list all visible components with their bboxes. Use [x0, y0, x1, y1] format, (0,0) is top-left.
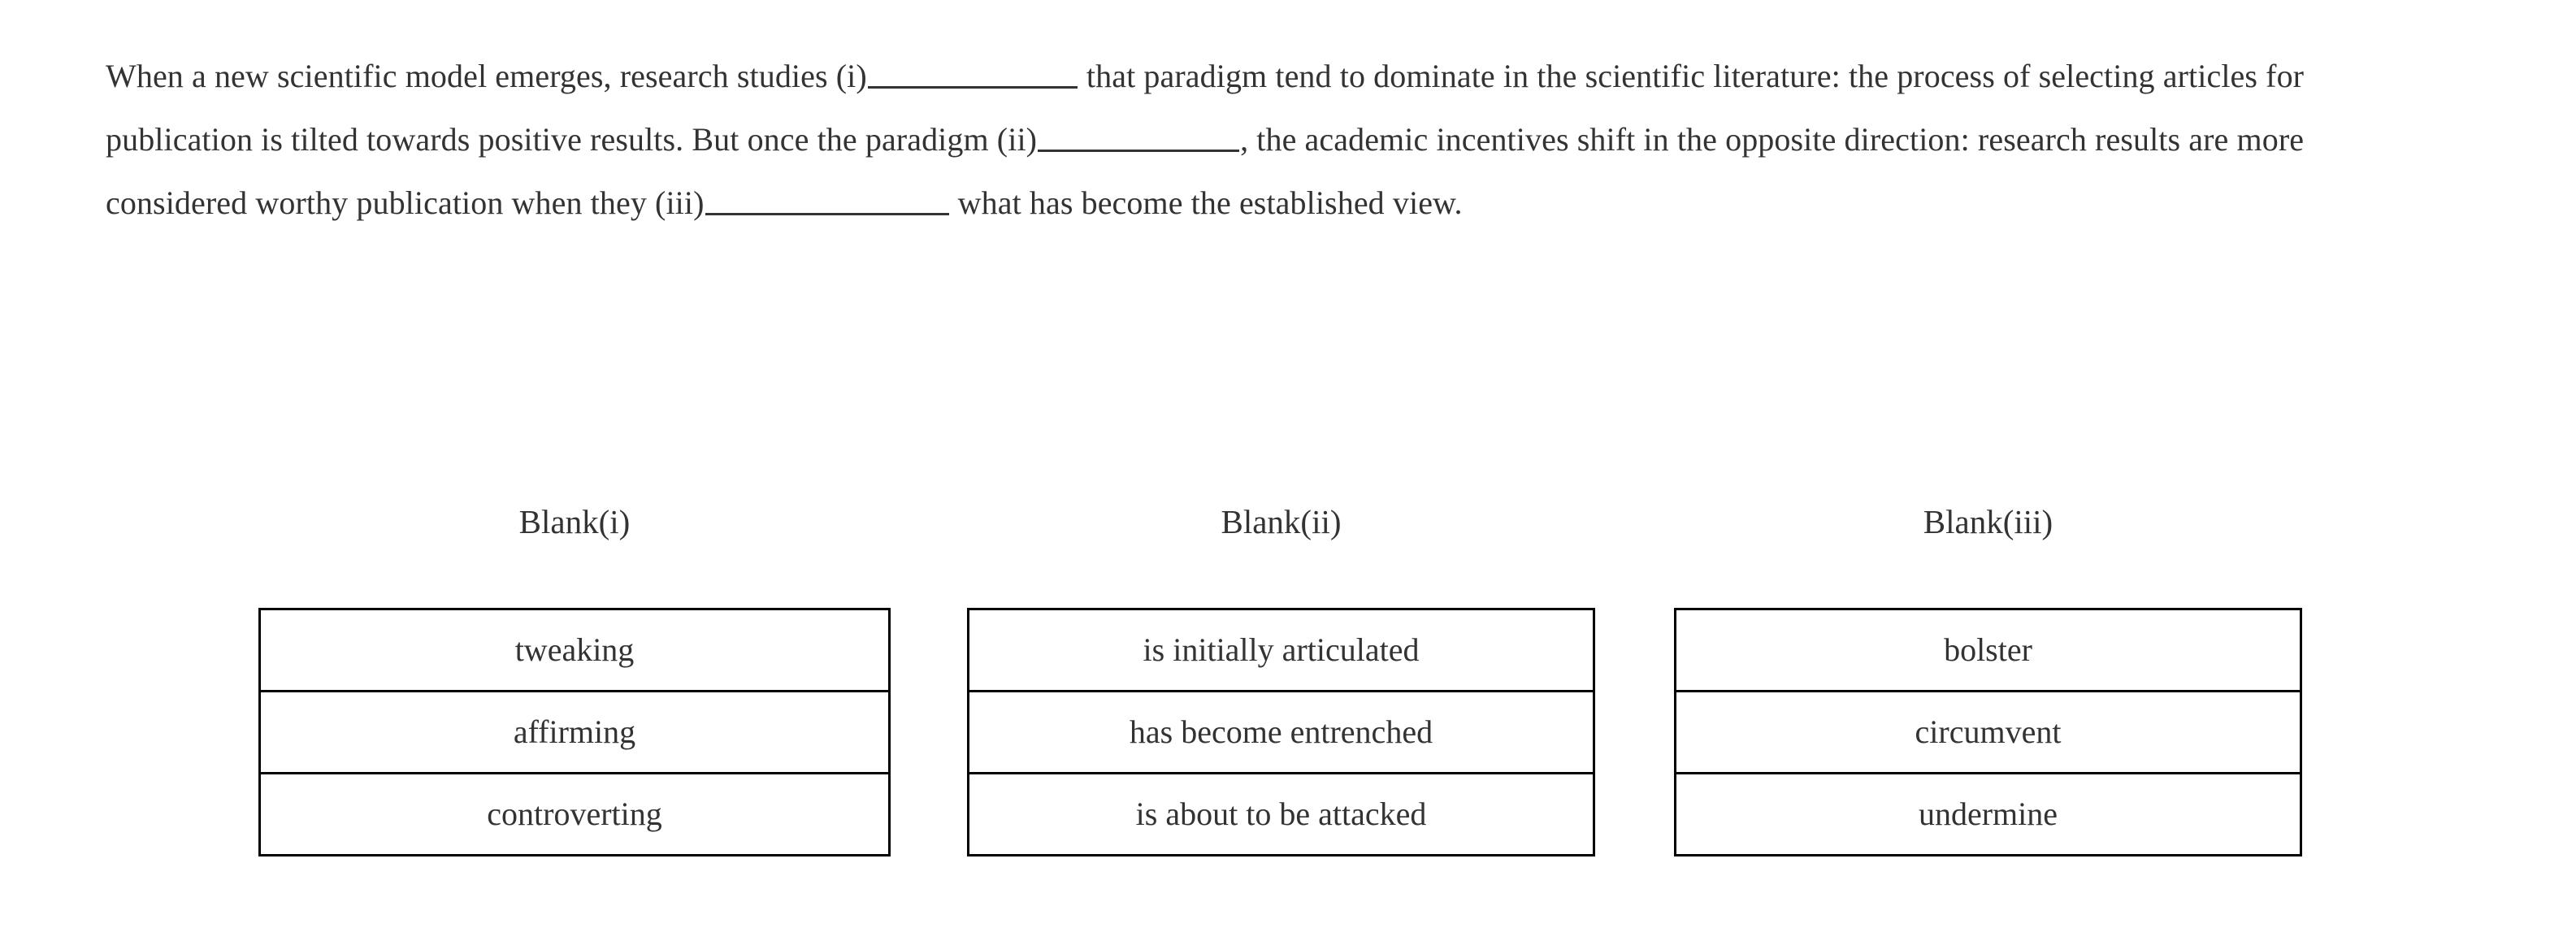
- passage-segment-2: that paradigm tend to dominate in the sc…: [106, 58, 2305, 158]
- blank-ii-underline: [1038, 122, 1240, 152]
- table-row[interactable]: is about to be attacked: [967, 772, 1595, 856]
- answer-option[interactable]: circumvent: [1674, 690, 2302, 774]
- answer-option[interactable]: tweaking: [258, 608, 891, 692]
- answer-option[interactable]: has become entrenched: [967, 690, 1595, 774]
- passage-text: When a new scientific model emerges, res…: [106, 45, 2452, 235]
- table-row[interactable]: tweaking: [258, 608, 891, 692]
- table-row[interactable]: circumvent: [1674, 690, 2302, 774]
- table-row[interactable]: controverting: [258, 772, 891, 856]
- answer-option[interactable]: bolster: [1674, 608, 2302, 692]
- answer-table-blank-i: tweaking affirming controverting: [258, 608, 891, 856]
- passage-segment-3: , the academic incentives shift in the o…: [106, 121, 2305, 221]
- blank-i-underline: [867, 59, 1078, 89]
- answer-option[interactable]: is initially articulated: [967, 608, 1595, 692]
- answer-option[interactable]: undermine: [1674, 772, 2302, 856]
- column-header-blank-ii: Blank(ii): [1221, 503, 1342, 540]
- answer-table-blank-iii: bolster circumvent undermine: [1674, 608, 2302, 856]
- answer-table-blank-ii: is initially articulated has become entr…: [967, 608, 1595, 856]
- passage-segment-1: When a new scientific model emerges, res…: [106, 58, 867, 94]
- answer-option[interactable]: affirming: [258, 690, 891, 774]
- blank-iii-underline: [705, 185, 949, 215]
- passage-segment-4: what has become the established view.: [949, 184, 1463, 221]
- column-header-blank-iii: Blank(iii): [1923, 503, 2053, 540]
- answer-option[interactable]: is about to be attacked: [967, 772, 1595, 856]
- table-row[interactable]: undermine: [1674, 772, 2302, 856]
- answer-option[interactable]: controverting: [258, 772, 891, 856]
- table-row[interactable]: is initially articulated: [967, 608, 1595, 692]
- column-header-blank-i: Blank(i): [518, 503, 631, 540]
- table-row[interactable]: has become entrenched: [967, 690, 1595, 774]
- table-row[interactable]: affirming: [258, 690, 891, 774]
- table-row[interactable]: bolster: [1674, 608, 2302, 692]
